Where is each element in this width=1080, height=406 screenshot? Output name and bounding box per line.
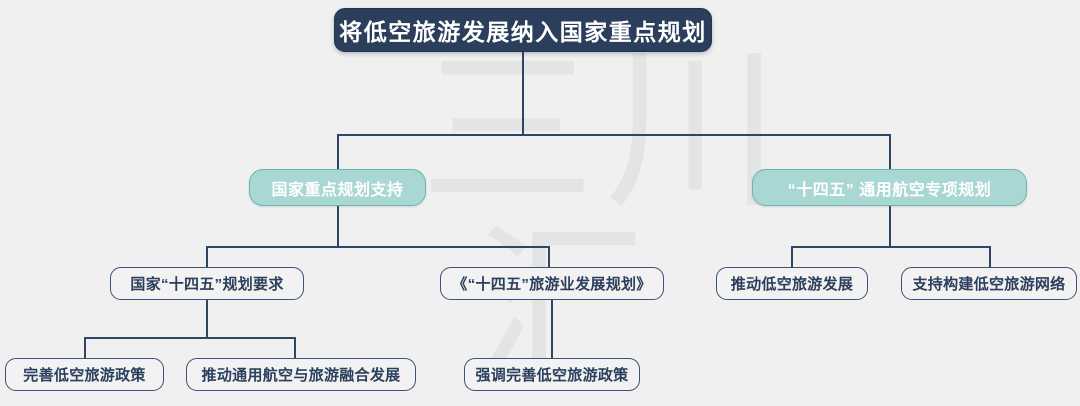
node-level3-national-14th-five-year-plan-requirements[interactable]: 国家“十四五”规划要求 xyxy=(110,267,304,300)
connector-to-l3-b xyxy=(548,246,550,267)
connector-to-l4-b xyxy=(294,337,296,358)
connector-to-l2-left xyxy=(337,134,339,169)
connector-to-l4-a xyxy=(84,337,86,358)
node-level3-promote-low-altitude-tourism[interactable]: 推动低空旅游发展 xyxy=(716,267,868,300)
connector-title-stem xyxy=(522,52,524,134)
connector-l3-left-bus xyxy=(206,246,549,248)
connector-to-l3-d xyxy=(989,246,991,267)
node-level4-promote-integration-general-aviation-tourism[interactable]: 推动通用航空与旅游融合发展 xyxy=(186,358,416,391)
connector-l3b-stem xyxy=(551,300,553,358)
connector-l2left-stem xyxy=(337,206,339,247)
node-level3-support-low-altitude-tourism-network[interactable]: 支持构建低空旅游网络 xyxy=(901,267,1077,300)
connector-level2-bus xyxy=(337,134,891,136)
node-level4-improve-low-altitude-tourism-policy[interactable]: 完善低空旅游政策 xyxy=(5,358,164,391)
connector-to-l3-c xyxy=(791,246,793,267)
connector-l2right-stem xyxy=(889,206,891,247)
connector-to-l2-right xyxy=(889,134,891,169)
node-level3-14th-five-year-tourism-development-plan[interactable]: 《“十四五”旅游业发展规划》 xyxy=(440,267,664,300)
connector-l4-left-bus xyxy=(84,337,296,339)
node-level4-emphasize-improve-low-altitude-tourism-policy[interactable]: 强调完善低空旅游政策 xyxy=(464,358,640,391)
node-title[interactable]: 将低空旅游发展纳入国家重点规划 xyxy=(334,8,712,52)
node-level2-national-key-plan-support[interactable]: 国家重点规划支持 xyxy=(249,169,426,206)
node-level2-14th-five-year-general-aviation-plan[interactable]: “十四五” 通用航空专项规划 xyxy=(752,169,1027,206)
connector-to-l3-a xyxy=(206,246,208,267)
watermark-text-top: 三川 xyxy=(420,30,790,233)
connector-l3a-stem xyxy=(206,300,208,338)
connector-l3-right-bus xyxy=(791,246,991,248)
